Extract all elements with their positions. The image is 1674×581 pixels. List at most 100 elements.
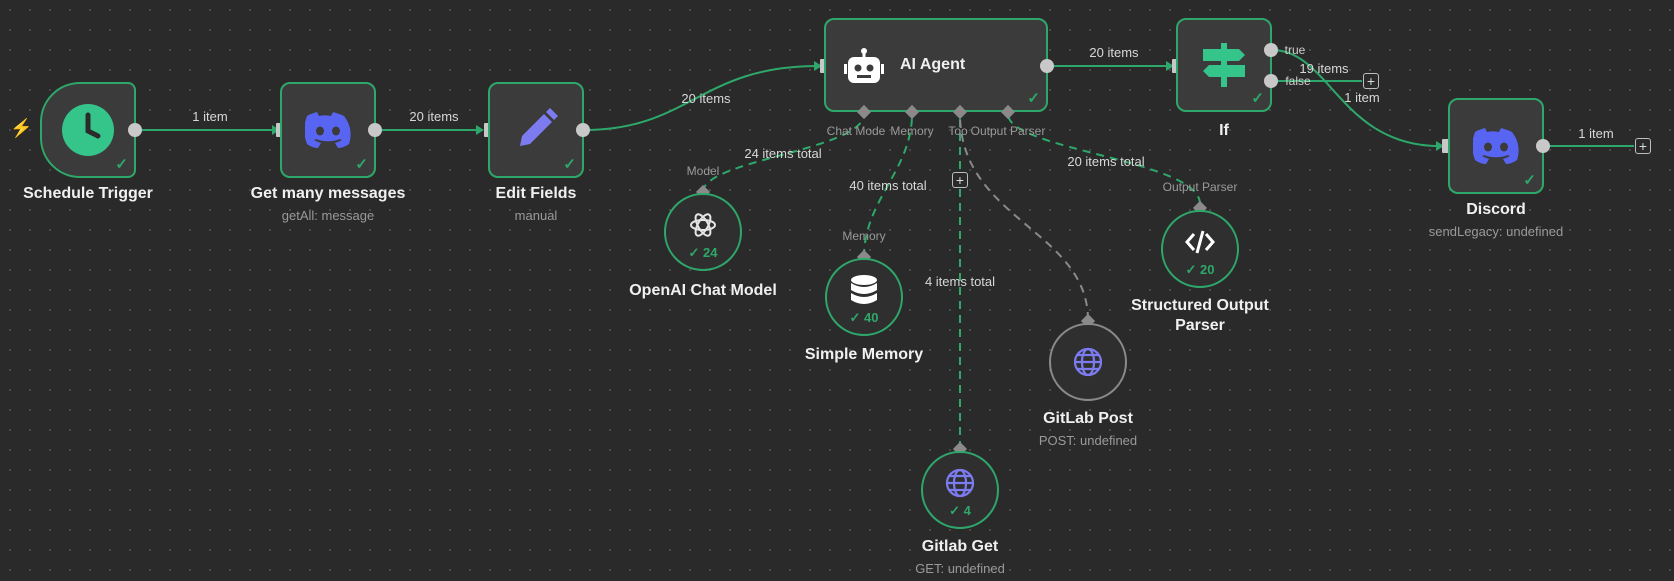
port-label: Memory — [842, 229, 886, 243]
success-check-icon: ✓ — [1251, 90, 1264, 107]
run-count: ✓ 4 — [949, 503, 971, 518]
node-title-line1: Structured Output — [1131, 297, 1269, 314]
trigger-bolt-icon: ⚡ — [10, 118, 33, 138]
signpost-icon — [1203, 43, 1245, 87]
edge-parser-agent[interactable] — [1007, 113, 1201, 205]
output-handle[interactable] — [576, 123, 590, 137]
edge-memory-agent[interactable] — [863, 113, 913, 258]
node-edit-fields[interactable]: ✓ — [488, 82, 584, 178]
output-label-true: true — [1284, 43, 1306, 57]
node-title: OpenAI Chat Model — [629, 282, 777, 299]
node-discord[interactable]: ✓ — [1448, 98, 1544, 194]
node-title: Get many messages — [250, 185, 406, 202]
run-count: ✓ 24 — [688, 245, 718, 260]
node-subtitle: getAll: message — [281, 208, 375, 223]
port-label: Output Parser — [1162, 180, 1238, 194]
node-title: AI Agent — [900, 56, 966, 73]
port-label-output-parser: Output Parser — [970, 124, 1046, 138]
node-ai-agent[interactable]: AI Agent ✓ — [824, 18, 1048, 112]
node-get-many-messages[interactable]: ✓ — [280, 82, 376, 178]
input-handle[interactable] — [276, 123, 283, 137]
code-icon — [1185, 230, 1215, 254]
run-count-value: 40 — [864, 310, 879, 325]
arrow-head — [814, 61, 822, 71]
add-node-button[interactable]: + — [1635, 138, 1651, 154]
node-openai-chat-model[interactable]: ✓ 24 — [664, 193, 742, 271]
output-handle-true[interactable] — [1264, 43, 1278, 57]
node-gitlab-get[interactable]: ✓ 4 — [921, 451, 999, 529]
run-count: ✓ 20 — [1185, 262, 1215, 277]
globe-icon — [1073, 347, 1103, 377]
node-subtitle: POST: undefined — [1038, 433, 1138, 448]
node-title: GitLab Post — [1043, 410, 1133, 427]
discord-icon — [305, 112, 351, 148]
run-count: ✓ 40 — [849, 310, 879, 325]
input-handle[interactable] — [1172, 59, 1179, 73]
openai-icon — [690, 213, 716, 237]
add-tool-button[interactable]: + — [952, 172, 968, 188]
run-count-value: 4 — [963, 503, 971, 518]
port-label-memory: Memory — [890, 124, 934, 138]
add-node-button[interactable]: + — [1363, 73, 1379, 89]
success-check-icon: ✓ — [563, 156, 576, 173]
edge-label: 1 item — [192, 109, 228, 124]
output-handle[interactable] — [1040, 59, 1054, 73]
edge-label: 40 items total — [849, 178, 927, 193]
edge-label: 4 items total — [924, 274, 996, 289]
node-title: Simple Memory — [804, 346, 924, 363]
pencil-icon — [520, 108, 558, 146]
node-gitlab-post[interactable] — [1049, 323, 1127, 401]
input-handle[interactable] — [484, 123, 491, 137]
node-simple-memory[interactable]: ✓ 40 — [825, 258, 903, 336]
success-check-icon: ✓ — [355, 156, 368, 173]
node-if[interactable]: ✓ — [1176, 18, 1272, 112]
edge-openai-agent[interactable] — [702, 113, 865, 193]
output-handle[interactable] — [1536, 139, 1550, 153]
edge-label: 19 items — [1299, 61, 1349, 76]
output-label-false: false — [1285, 74, 1311, 88]
edge-label: 1 item — [1344, 90, 1380, 105]
run-count-value: 20 — [1200, 262, 1215, 277]
arrow-head — [476, 125, 484, 135]
node-title: Gitlab Get — [921, 538, 999, 555]
node-title: Discord — [1466, 201, 1526, 218]
node-title: Edit Fields — [495, 185, 577, 202]
database-icon — [851, 275, 877, 304]
node-subtitle: manual — [514, 208, 558, 223]
edge-if-true-discord[interactable] — [1271, 49, 1441, 147]
edge-label: 24 items total — [744, 146, 822, 161]
success-check-icon: ✓ — [1523, 172, 1536, 189]
edge-label: 20 items — [681, 91, 731, 106]
edge-label: 20 items total — [1067, 154, 1145, 169]
node-title: Schedule Trigger — [23, 185, 153, 202]
input-handle[interactable] — [1442, 139, 1449, 153]
discord-icon — [1473, 128, 1519, 164]
node-structured-output-parser[interactable]: ✓ 20 — [1161, 210, 1239, 288]
edge-label: 20 items — [1089, 45, 1139, 60]
node-title-line2: Parser — [1175, 317, 1225, 334]
arrow-head — [1436, 141, 1444, 151]
edge-gitlabpost-agent[interactable] — [959, 113, 1089, 321]
output-handle[interactable] — [128, 123, 142, 137]
port-label-tools: Too — [948, 124, 968, 138]
robot-icon — [844, 48, 884, 83]
edge-edit-agent[interactable] — [583, 65, 819, 131]
run-count-value: 24 — [703, 245, 718, 260]
port-label: Model — [686, 164, 720, 178]
globe-icon — [945, 468, 975, 498]
arrow-head — [1166, 61, 1174, 71]
port-label-chat-model: Chat Mode — [826, 124, 886, 138]
node-subtitle: GET: undefined — [915, 561, 1005, 576]
edge-label: 1 item — [1578, 126, 1614, 141]
edge-label: 20 items — [409, 109, 459, 124]
input-handle[interactable] — [820, 59, 827, 73]
node-schedule-trigger[interactable]: ✓ — [40, 82, 136, 178]
node-subtitle: sendLegacy: undefined — [1428, 224, 1564, 239]
output-handle[interactable] — [368, 123, 382, 137]
output-handle-false[interactable] — [1264, 74, 1278, 88]
clock-icon — [62, 104, 114, 156]
node-title: If — [1219, 122, 1229, 139]
success-check-icon: ✓ — [1027, 90, 1040, 107]
